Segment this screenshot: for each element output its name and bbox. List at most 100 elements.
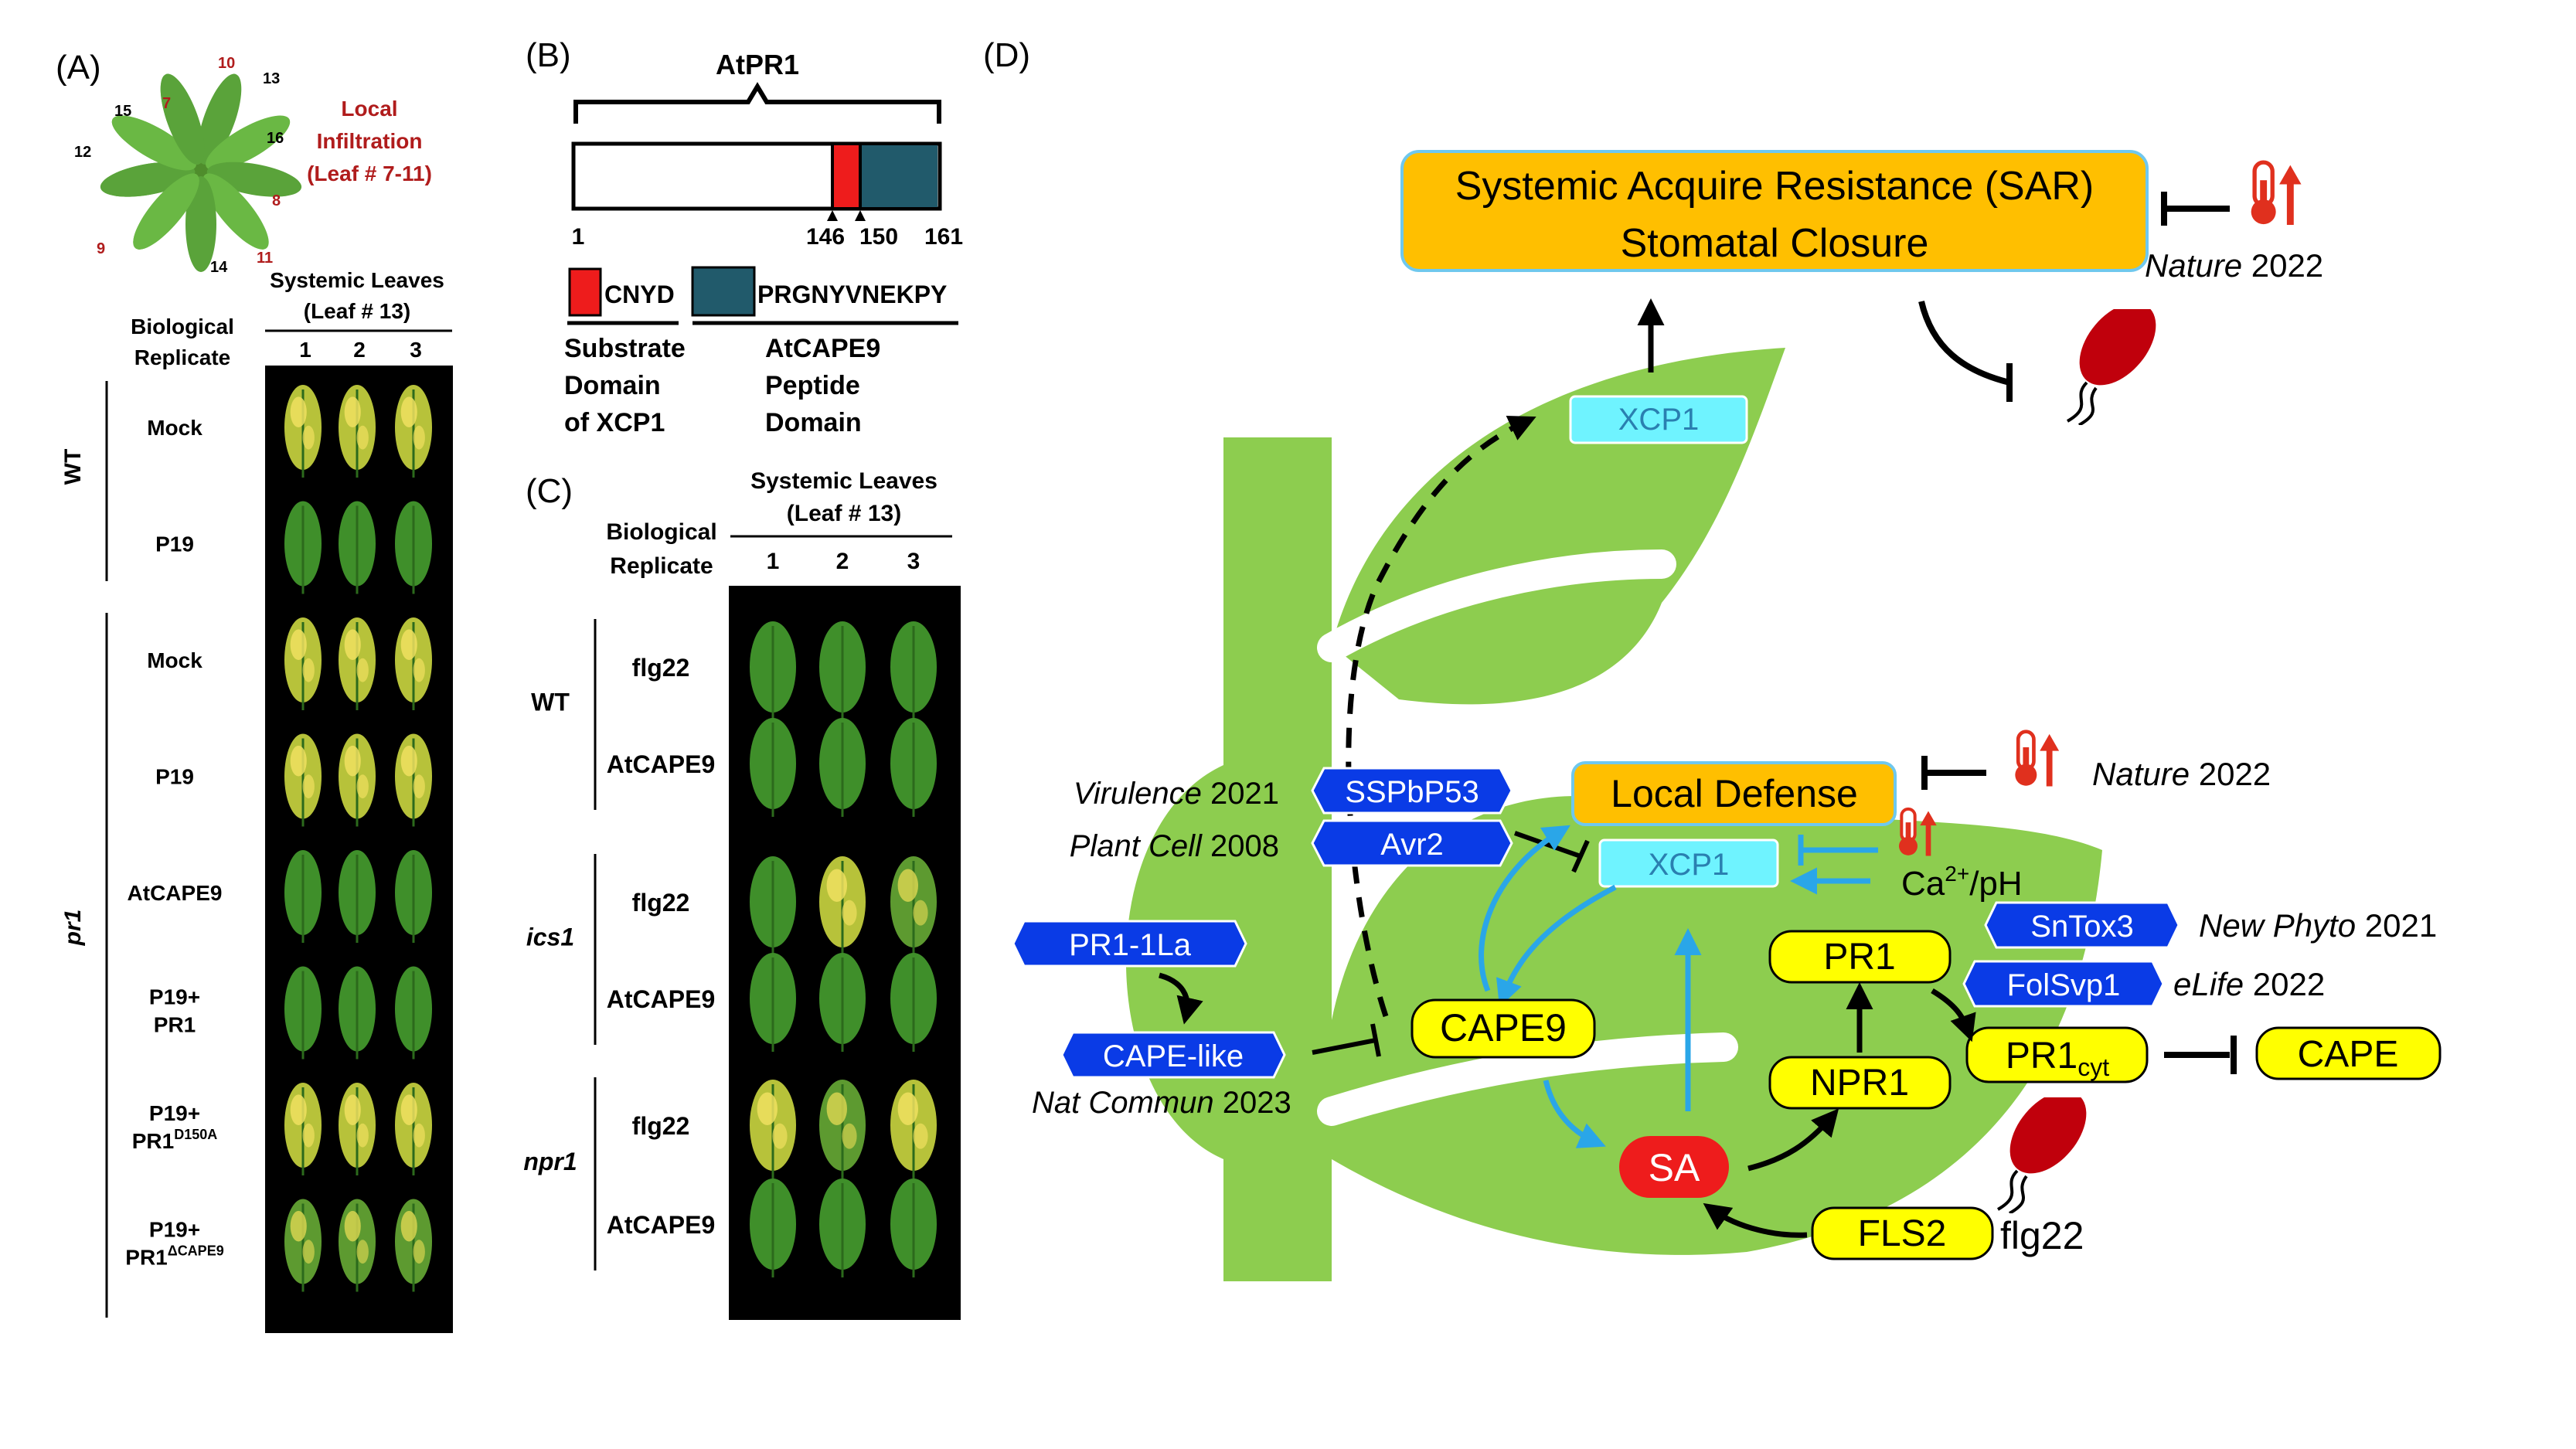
a-leaf-r3-c1 [284, 617, 322, 710]
b-peptide-line-3: Domain [765, 408, 862, 437]
a-replicate-line-1: Biological [131, 315, 234, 338]
a-systemic-line-1: Systemic Leaves [270, 268, 444, 292]
a-leaf-r5-c2 [339, 850, 376, 943]
c-treatment-6: AtCAPE9 [607, 1211, 715, 1239]
c-leaf-r1-c1 [750, 621, 796, 720]
b-peptide-line-2: Peptide [765, 371, 860, 400]
rosette-leaf [206, 115, 291, 171]
stomatal-closure-title: Stomatal Closure [1621, 221, 1929, 266]
leaf-number-12: 12 [74, 144, 91, 161]
c-leaf-r4-c2 [819, 953, 866, 1052]
b-tick-146: 146 [806, 224, 845, 250]
tag-sntox3-label: SnTox3 [2030, 910, 2133, 944]
rosette-leaf [160, 73, 205, 165]
lower-leaf-vein [1317, 1032, 1738, 1126]
c-leaf-r5-c1 [750, 1080, 796, 1179]
a-replicate-line-2: Replicate [134, 345, 231, 369]
pr1cyt-label: PR1cyt [2006, 1036, 2109, 1081]
b-substrate-line-3: of XCP1 [564, 408, 665, 437]
upper-leaf-vein [1317, 549, 1676, 662]
c-col-1: 1 [767, 549, 780, 574]
c-leaf-r3-c3 [890, 856, 937, 955]
a-leaf-r6-c3 [395, 966, 432, 1060]
leaf-number-10: 10 [218, 55, 235, 72]
a-row-label-8-line-1: P19+ [149, 1218, 200, 1242]
leaf-number-9: 9 [97, 240, 105, 257]
fls2-node [1811, 1206, 1994, 1260]
a-col-2: 2 [353, 338, 366, 362]
c-replicate-line-1: Biological [606, 519, 716, 545]
tag-folsvp1: FolSvp1 [1962, 960, 2165, 1008]
b-tick-1: 1 [572, 224, 585, 250]
xcp1-local-box [1598, 838, 1779, 888]
ref-nature-mid: Nature 2022 [2092, 756, 2271, 792]
tag-folsvp1-label: FolSvp1 [2007, 968, 2121, 1002]
c-leaf-r6-c3 [890, 1179, 937, 1277]
pr1-to-pr1cyt-arrow [1931, 988, 1976, 1043]
a-leaf-r8-c3 [395, 1199, 432, 1292]
a-leaf-r4-c1 [284, 733, 322, 827]
leaf-number-16: 16 [267, 130, 284, 147]
a-leaf-r2-c2 [339, 501, 376, 594]
local-defense-label: Local Defense [1611, 772, 1858, 815]
rosette-leaf [111, 115, 196, 171]
b-brace [573, 82, 941, 124]
c-leaf-r6-c1 [750, 1179, 796, 1277]
c-group-1: WT [531, 689, 570, 716]
ref-nat-commun: Nat Commun 2023 [1032, 1086, 1291, 1120]
leaf-number-13: 13 [263, 70, 280, 87]
tag-sntox3: SnTox3 [1984, 901, 2180, 949]
sar-bacterium-inhibition [1918, 301, 2010, 386]
b-substrate-line-1: Substrate [564, 334, 686, 363]
c-leaf-r4-c3 [890, 953, 937, 1052]
c-group-2: ics1 [526, 923, 574, 951]
npr1-node [1768, 1056, 1952, 1110]
c-leaf-r3-c2 [819, 856, 866, 955]
a-row-label-8-line-2: PR1ΔCAPE9 [125, 1243, 223, 1270]
leaf-number-11: 11 [257, 250, 273, 267]
tag-cape-like-label: CAPE-like [1103, 1039, 1244, 1073]
pr1-1la-to-cape-like-arrow [1158, 972, 1203, 1025]
a-leaf-r2-c3 [395, 501, 432, 594]
fls2-label: FLS2 [1858, 1213, 1947, 1254]
b-tick-161: 161 [924, 224, 963, 250]
a-leaf-r4-c2 [339, 733, 376, 827]
a-row-label-6-line-2: PR1 [154, 1013, 196, 1037]
pr1-label: PR1 [1823, 937, 1895, 978]
panel-label-d: (D) [983, 36, 1030, 74]
leaf-number-7: 7 [162, 95, 171, 112]
c-leaf-r2-c2 [819, 718, 866, 817]
leaf-number-15: 15 [114, 103, 131, 120]
a-row-label-3: Mock [147, 648, 202, 672]
sar-title: Systemic Acquire Resistance (SAR) [1455, 164, 2094, 209]
c-group-3: npr1 [523, 1148, 577, 1175]
c-systemic-line-1: Systemic Leaves [750, 468, 938, 494]
a-col-1: 1 [299, 338, 311, 362]
flg22-label: flg22 [2000, 1214, 2084, 1257]
a-row-label-1: Mock [147, 416, 202, 440]
thermometer-up-icon-2 [2015, 732, 2059, 787]
bacterium-icon [2063, 309, 2156, 425]
c-leaf-r4-c1 [750, 953, 796, 1052]
rosette-leaf [185, 176, 216, 272]
c-col-2: 2 [836, 549, 849, 574]
b-cape9-segment [860, 145, 938, 207]
infiltration-label-line-1: Local [341, 97, 397, 121]
cape9-to-xcp1-dashed-arrow [1346, 416, 1536, 1018]
a-genotype-pr1: pr1 [60, 910, 86, 947]
cape9-to-local-defense-arrow [1479, 825, 1570, 992]
c-leaf-r1-c3 [890, 621, 937, 720]
a-leaf-r2-c1 [284, 501, 322, 594]
sa-label: SA [1649, 1146, 1700, 1189]
sa-node [1619, 1136, 1729, 1198]
sar-box [1400, 150, 2149, 272]
cape-label: CAPE [2298, 1034, 2399, 1075]
sa-to-npr1-arrow [1747, 1108, 1839, 1172]
a-leaf-r7-c3 [395, 1083, 432, 1175]
a-row-label-6-line-1: P19+ [149, 985, 200, 1009]
tag-sspbp53-label: SSPbP53 [1345, 775, 1479, 809]
c-treatment-4: AtCAPE9 [607, 985, 715, 1013]
a-leaf-r1-c2 [339, 385, 376, 478]
a-leaf-r1-c3 [395, 385, 432, 478]
panel-label-a: (A) [56, 49, 101, 87]
